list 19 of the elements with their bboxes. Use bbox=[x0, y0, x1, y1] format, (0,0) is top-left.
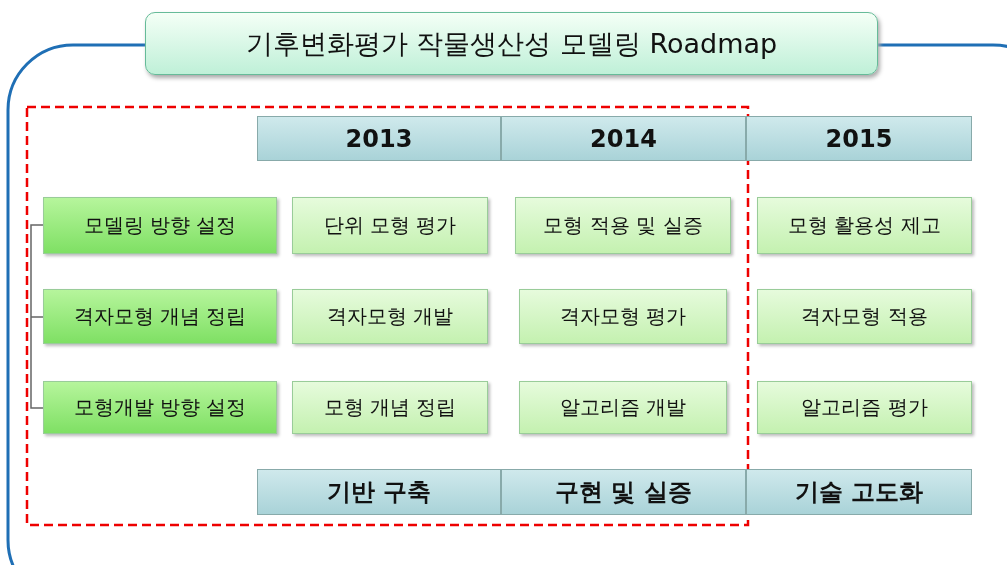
header-bar: 2015 bbox=[746, 116, 972, 161]
task-box: 단위 모형 평가 bbox=[292, 197, 488, 254]
header-bar: 기반 구축 bbox=[257, 469, 501, 515]
title: 기후변화평가 작물생산성 모델링 Roadmap bbox=[145, 12, 878, 75]
task-box: 격자모형 개념 정립 bbox=[43, 289, 277, 344]
task-box: 모형 활용성 제고 bbox=[757, 197, 972, 254]
task-box: 알고리즘 평가 bbox=[757, 381, 972, 434]
task-box: 격자모형 적용 bbox=[757, 289, 972, 344]
task-box: 격자모형 개발 bbox=[292, 289, 488, 344]
task-box: 격자모형 평가 bbox=[519, 289, 727, 344]
header-bar: 2014 bbox=[501, 116, 746, 161]
task-box: 알고리즘 개발 bbox=[519, 381, 727, 434]
header-bar: 2013 bbox=[257, 116, 501, 161]
task-box: 모델링 방향 설정 bbox=[43, 197, 277, 254]
header-bar: 기술 고도화 bbox=[746, 469, 972, 515]
header-bar: 구현 및 실증 bbox=[501, 469, 746, 515]
task-box: 모형 개념 정립 bbox=[292, 381, 488, 434]
task-box: 모형 적용 및 실증 bbox=[515, 197, 731, 254]
task-box: 모형개발 방향 설정 bbox=[43, 381, 277, 434]
